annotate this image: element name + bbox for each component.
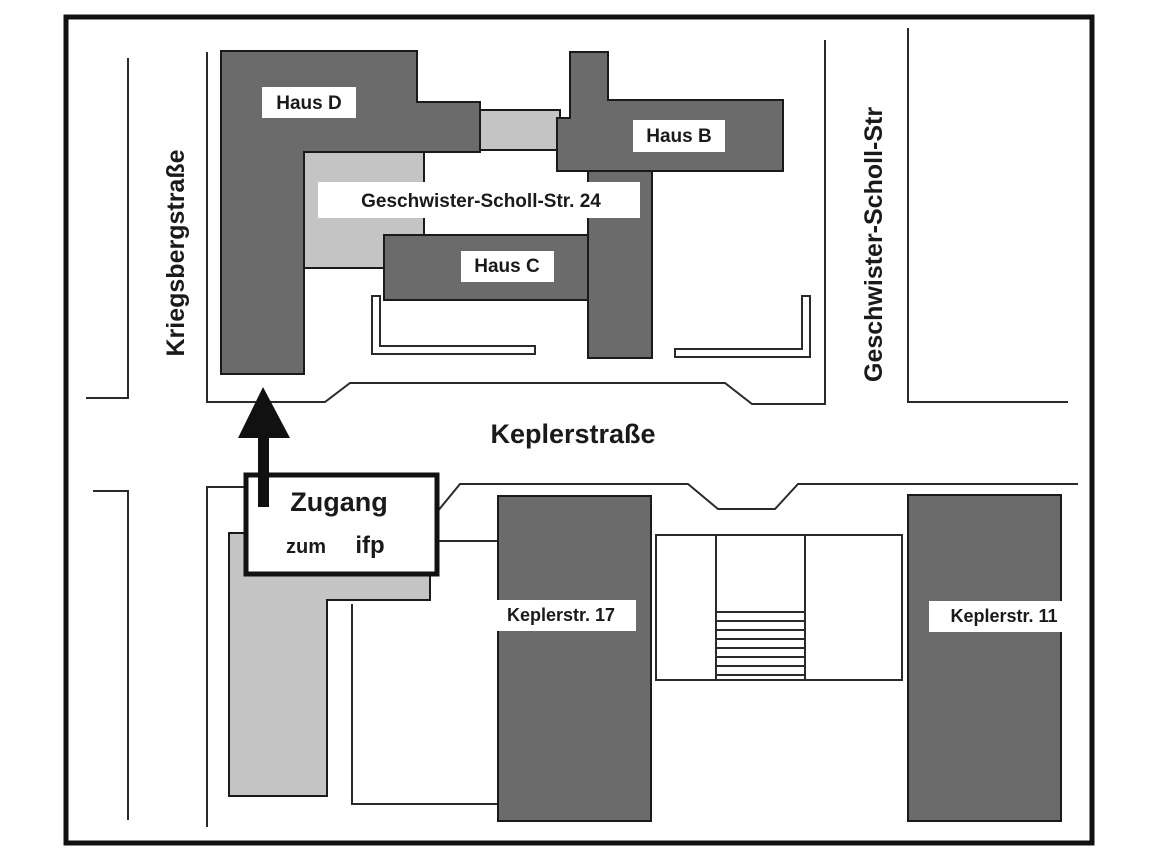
entrance-subtitle-name: ifp — [355, 532, 384, 559]
wall-c-left — [371, 295, 536, 355]
road-edge-block-south — [206, 486, 246, 827]
label-haus-d: Haus D — [262, 87, 356, 118]
stair-structure — [655, 534, 903, 681]
street-label-scholl: Geschwister-Scholl-Str — [860, 107, 888, 382]
entrance-subtitle-prefix: zum — [286, 536, 326, 558]
svg-text:Haus D: Haus D — [276, 93, 341, 114]
building-haus-b — [556, 51, 784, 172]
entrance-arrow-icon — [238, 387, 290, 507]
building-kepler-11 — [907, 494, 1062, 822]
label-kepler-17: Keplerstr. 17 — [487, 600, 636, 631]
svg-text:Haus B: Haus B — [646, 126, 711, 147]
svg-text:Geschwister-Scholl-Str. 24: Geschwister-Scholl-Str. 24 — [361, 191, 601, 212]
entrance-box — [243, 472, 440, 577]
svg-text:Keplerstr. 17: Keplerstr. 17 — [507, 605, 615, 625]
label-scholl-24: Geschwister-Scholl-Str. 24 — [318, 182, 640, 218]
label-haus-c: Haus C — [461, 251, 554, 282]
road-edge-east — [907, 28, 1068, 403]
road-edge-west-lower — [93, 490, 129, 820]
road-edge-block-north — [206, 40, 826, 405]
svg-text:Keplerstr. 11: Keplerstr. 11 — [950, 606, 1057, 626]
label-haus-b: Haus B — [633, 120, 725, 152]
street-label-kepler: Keplerstraße — [490, 419, 655, 449]
building-kepler-17 — [497, 495, 652, 822]
street-label-kriegsberg: Kriegsbergstraße — [162, 149, 190, 356]
road-edge-west-upper — [86, 58, 129, 399]
inner-courtyard-line — [351, 604, 498, 805]
entrance-title: Zugang — [290, 487, 387, 517]
svg-text:Haus C: Haus C — [474, 256, 540, 277]
building-connector-bridge — [479, 109, 561, 151]
road-edge-south-main — [436, 483, 1078, 513]
building-haus-d — [220, 50, 481, 375]
stair-steps — [716, 611, 805, 676]
wall-east — [674, 295, 811, 358]
label-kepler-11: Keplerstr. 11 — [929, 601, 1079, 632]
